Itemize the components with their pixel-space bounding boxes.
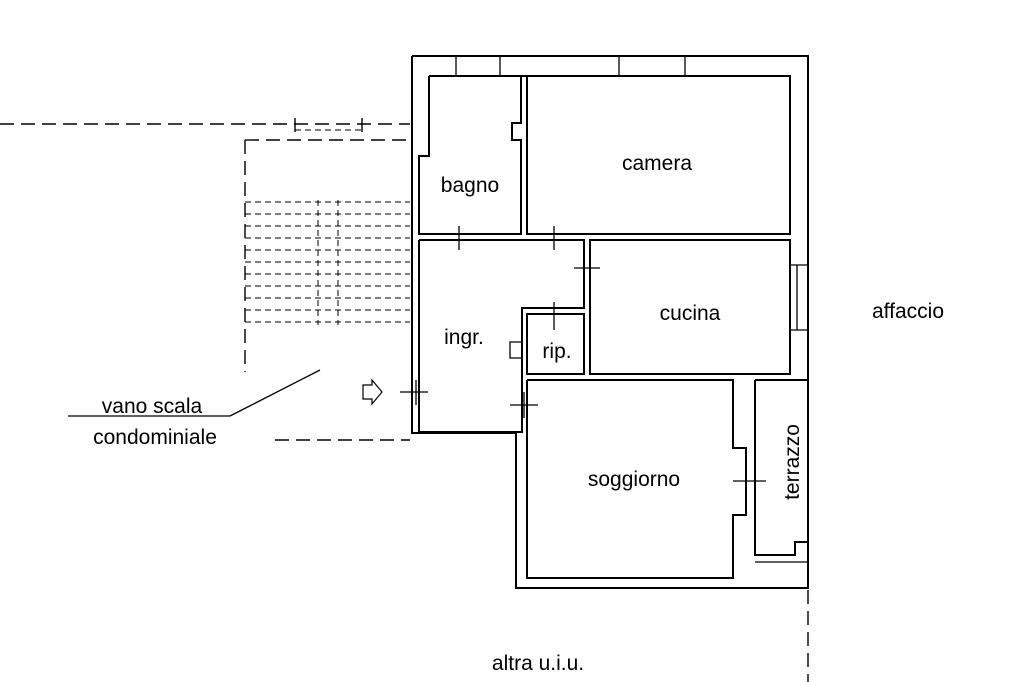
room-ingresso [418, 239, 585, 433]
entrance-arrow-icon [362, 378, 383, 406]
label-condominiale: condominiale [93, 426, 217, 449]
label-ingresso: ingr. [444, 326, 484, 349]
label-ripostiglio: rip. [542, 340, 571, 363]
stairwell-outline [0, 118, 410, 441]
label-vano-scala: vano scala [102, 395, 203, 418]
room-terrazzo [754, 379, 809, 563]
room-camera [526, 75, 791, 235]
room-bagno [418, 75, 522, 235]
room-ripostiglio [526, 313, 585, 375]
stairwell-leader [68, 369, 321, 417]
stair-steps [245, 200, 410, 325]
label-camera: camera [622, 152, 692, 175]
label-altra-uiu: altra u.i.u. [492, 652, 584, 675]
label-soggiorno: soggiorno [588, 468, 680, 491]
room-soggiorno [526, 379, 747, 579]
label-terrazzo: terrazzo [781, 424, 804, 500]
label-bagno: bagno [441, 174, 499, 197]
label-affaccio: affaccio [872, 300, 944, 323]
door-markers [400, 226, 766, 482]
room-cucina [589, 239, 808, 375]
label-cucina: cucina [660, 302, 721, 325]
apartment-outer-walls [411, 55, 809, 589]
